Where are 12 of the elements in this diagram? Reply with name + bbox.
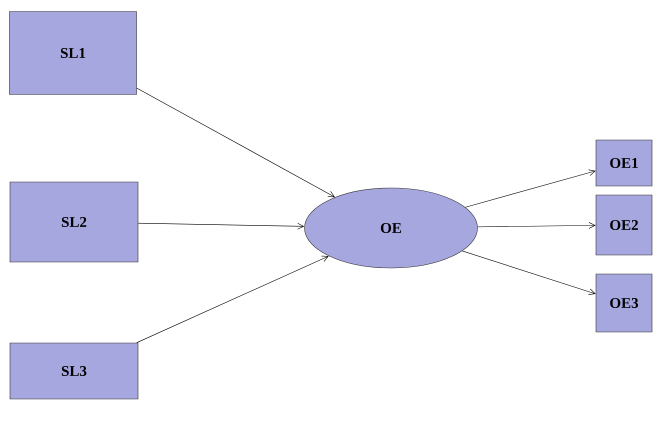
arrow bbox=[136, 88, 336, 198]
variable-box: OE3 bbox=[596, 274, 652, 332]
variable-box: SL2 bbox=[10, 182, 138, 262]
variable-box: OE1 bbox=[596, 140, 652, 186]
arrow bbox=[138, 222, 304, 230]
variable-box: SL1 bbox=[9, 11, 137, 95]
variable-box: OE2 bbox=[596, 194, 652, 256]
arrow bbox=[136, 256, 329, 343]
arrow bbox=[465, 169, 596, 208]
arrow bbox=[477, 222, 596, 229]
arrow bbox=[462, 250, 596, 295]
variable-box: SL3 bbox=[10, 342, 138, 400]
